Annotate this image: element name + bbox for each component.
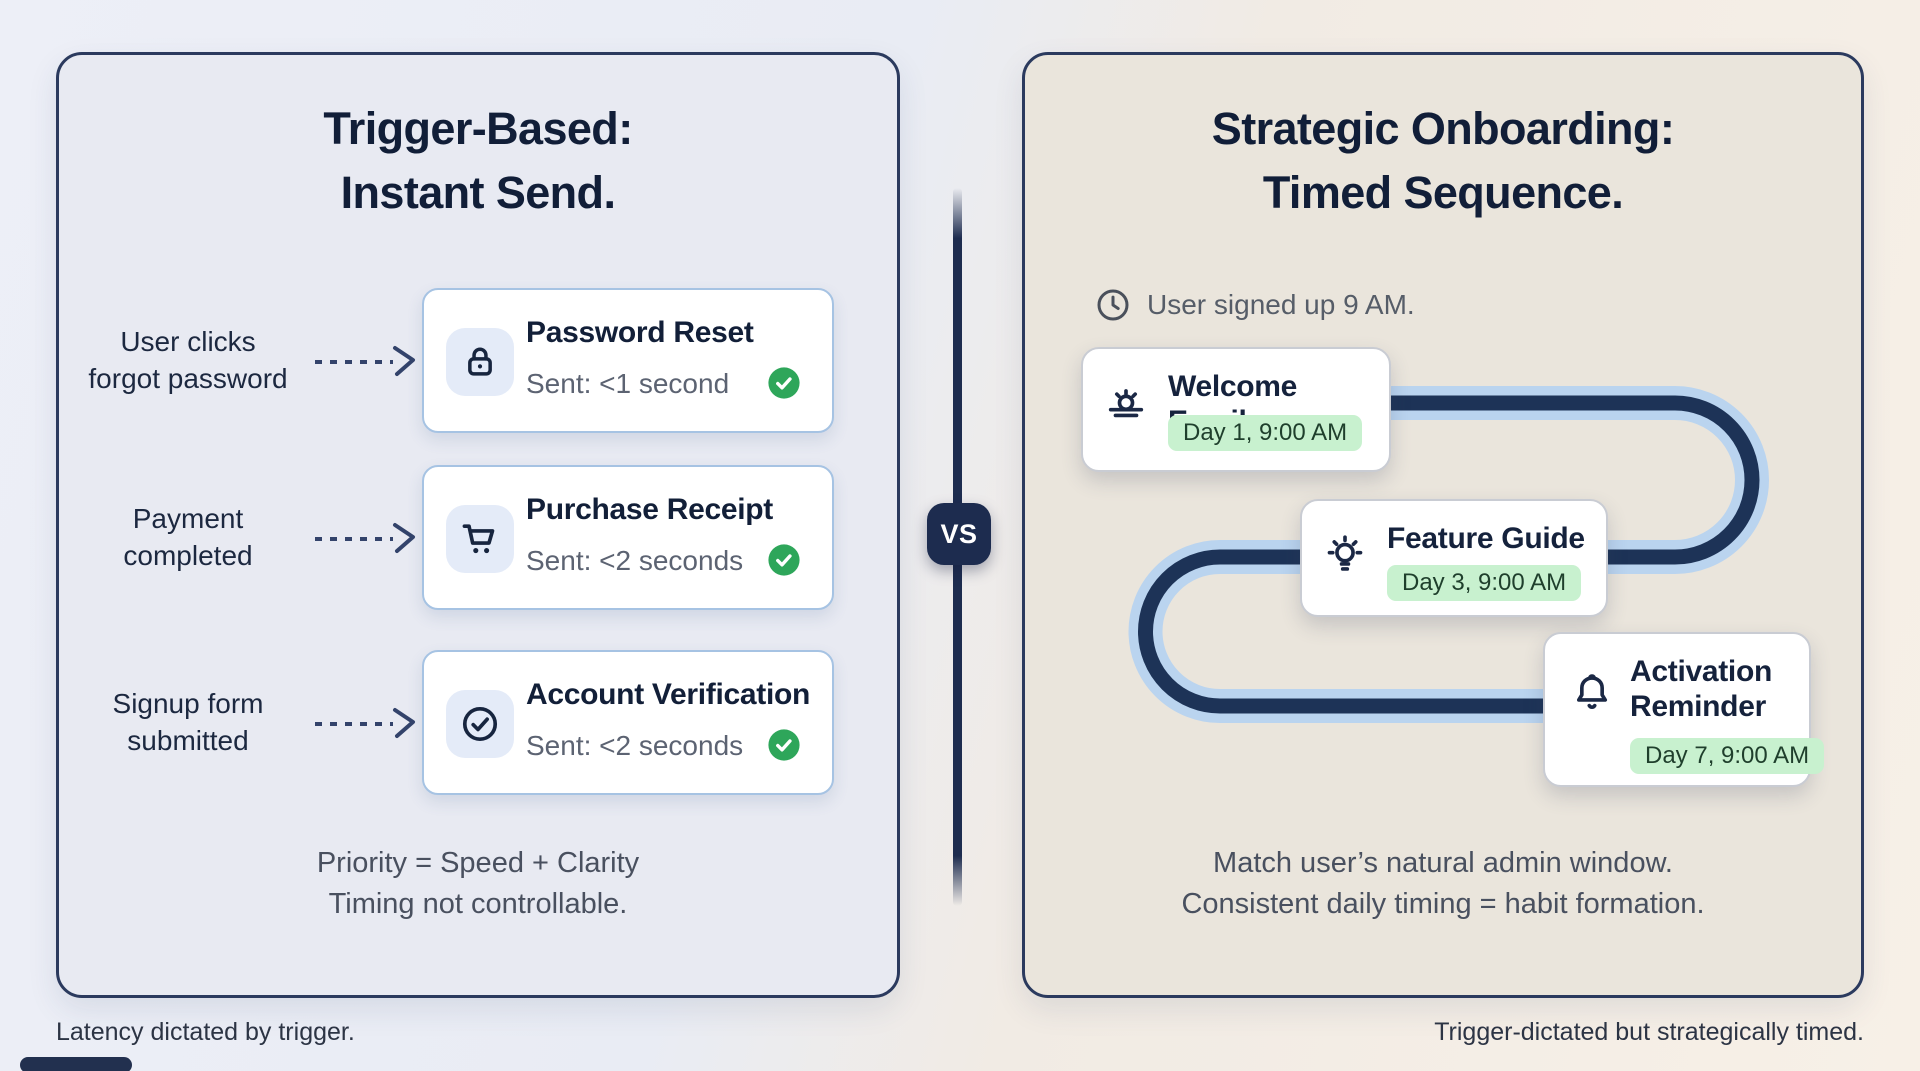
right-panel-summary: Match user’s natural admin window. Consi… (1025, 843, 1861, 925)
trigger-label: User clicks forgot password (69, 288, 307, 433)
icon-chip (446, 328, 514, 396)
lock-icon (468, 347, 492, 376)
trigger-row-account-verification: Signup form submitted Account Verificati… (59, 650, 897, 795)
icon-chip (446, 690, 514, 758)
left-summary-line2: Timing not controllable. (328, 888, 628, 921)
trigger-label-line1: Payment (132, 502, 244, 534)
left-summary-line1: Priority = Speed + Clarity (316, 847, 640, 879)
left-title-line1: Trigger-Based: (323, 103, 633, 154)
email-card-latency: Sent: <2 seconds (526, 730, 744, 761)
success-check-icon (768, 367, 800, 399)
sunrise-icon (1108, 389, 1144, 418)
step-card-activation-reminder: Activation Reminder Day 7, 9:00 AM (1543, 632, 1825, 787)
strategic-onboarding-panel: Strategic Onboarding: Timed Sequence. Us… (1022, 52, 1864, 998)
right-title-line2: Timed Sequence. (1262, 166, 1624, 218)
bell-icon (1576, 674, 1608, 709)
left-panel-title: Trigger-Based: Instant Send. (59, 97, 897, 225)
clock-icon (1097, 289, 1129, 321)
trigger-row-purchase-receipt: Payment completed Purchase Receipt Sent:… (59, 465, 897, 610)
trigger-label: Payment completed (69, 465, 307, 610)
dashed-arrow-icon (315, 523, 415, 553)
lightbulb-icon (1327, 535, 1363, 571)
step-card-welcome-email: Welcome Email. Day 1, 9:00 AM (1081, 347, 1391, 472)
email-card-title: Purchase Receipt (526, 493, 773, 526)
step-card-feature-guide: Feature Guide Day 3, 9:00 AM (1300, 499, 1608, 617)
trigger-label-line2: forgot password (88, 362, 288, 394)
email-card-password-reset: Password Reset Sent: <1 second (422, 288, 834, 433)
trigger-label-line2: submitted (127, 724, 249, 756)
step-day-badge: Day 1, 9:00 AM (1168, 415, 1363, 451)
signup-note: User signed up 9 AM. (1147, 289, 1415, 320)
success-check-icon (768, 544, 800, 576)
left-footer-caption: Latency dictated by trigger. (56, 1018, 355, 1046)
vs-label: VS (940, 518, 978, 549)
dashed-arrow-icon (315, 346, 415, 376)
icon-chip (446, 505, 514, 573)
signup-note-row: User signed up 9 AM. (1093, 285, 1415, 325)
email-card-latency: Sent: <1 second (526, 368, 730, 399)
trigger-label-line1: User clicks (120, 325, 256, 357)
trigger-label: Signup form submitted (69, 650, 307, 795)
cart-icon (462, 524, 495, 554)
email-card-latency: Sent: <2 seconds (526, 545, 744, 576)
left-panel-summary: Priority = Speed + Clarity Timing not co… (59, 843, 897, 925)
email-card-title: Account Verification (526, 678, 811, 711)
dashed-arrow-icon (315, 708, 415, 738)
step-title: Activation Reminder (1630, 655, 1773, 724)
check-circle-icon (462, 706, 498, 742)
right-summary-line2: Consistent daily timing = habit formatio… (1181, 888, 1705, 921)
trigger-label-line1: Signup form (112, 687, 264, 719)
step-day-badge: Day 3, 9:00 AM (1387, 565, 1582, 601)
bottom-left-bar (20, 1057, 132, 1071)
right-panel-title: Strategic Onboarding: Timed Sequence. (1025, 97, 1861, 225)
step-title: Feature Guide (1387, 522, 1585, 555)
email-card-purchase-receipt: Purchase Receipt Sent: <2 seconds (422, 465, 834, 610)
trigger-based-panel: Trigger-Based: Instant Send. User clicks… (56, 52, 900, 998)
right-title-line1: Strategic Onboarding: (1211, 103, 1675, 154)
left-title-line2: Instant Send. (340, 166, 616, 218)
right-footer-caption: Trigger-dictated but strategically timed… (1434, 1018, 1864, 1046)
success-check-icon (768, 729, 800, 761)
right-summary-line1: Match user’s natural admin window. (1213, 847, 1673, 879)
vs-badge: VS (927, 503, 991, 565)
trigger-label-line2: completed (123, 539, 253, 571)
trigger-row-password-reset: User clicks forgot password Password Res… (59, 288, 897, 433)
email-card-title: Password Reset (526, 316, 754, 349)
step-day-badge: Day 7, 9:00 AM (1630, 738, 1825, 774)
email-card-account-verification: Account Verification Sent: <2 seconds (422, 650, 834, 795)
